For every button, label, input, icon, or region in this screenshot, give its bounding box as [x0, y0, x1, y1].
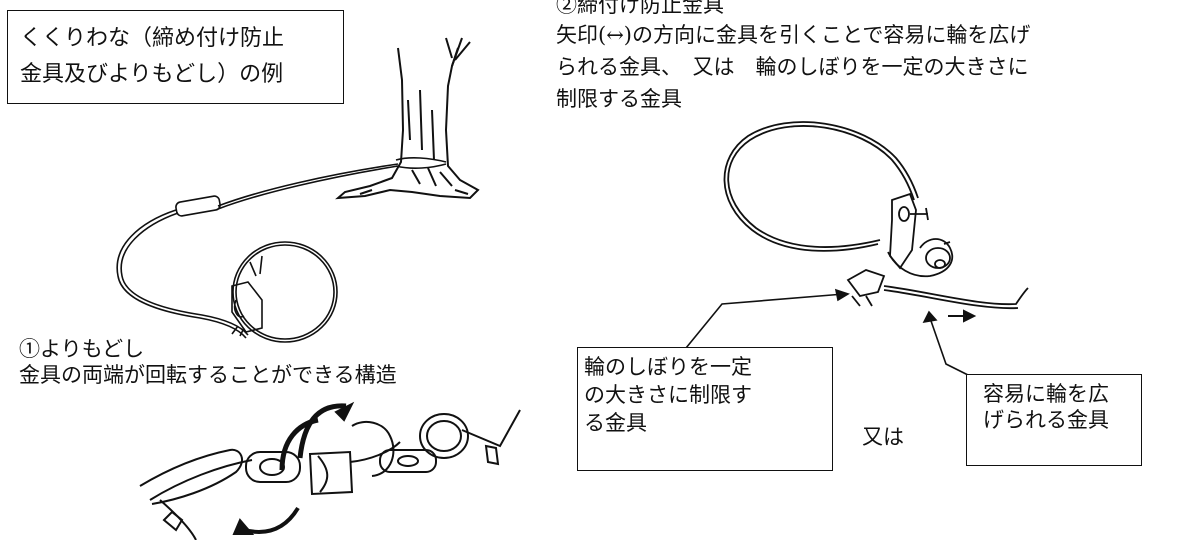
stopper-line-1: 矢印(↔)の方向に金具を引くことで容易に輪を広げ — [556, 23, 1031, 47]
swivel-illustration — [139, 401, 521, 540]
swivel-heading: ①よりもどし — [19, 337, 145, 361]
callout-left-line-3: る金具 — [584, 411, 647, 435]
or-label: 又は — [862, 425, 904, 449]
callout-left-box: 輪のしぼりを一定 の大きさに制限す る金具 — [577, 347, 833, 471]
stopper-illustration — [723, 121, 1029, 310]
title-line-1: くくりわな（締め付け防止 — [20, 26, 285, 51]
callout-right-line-2: げられる金具 — [983, 408, 1109, 432]
pull-direction-arrow — [948, 309, 977, 323]
stopper-line-2: られる金具、 又は 輪のしぼりを一定の大きさに — [556, 55, 1029, 79]
title-box: くくりわな（締め付け防止 金具及びよりもどし）の例 — [7, 10, 344, 104]
tree-trunk — [335, 37, 480, 200]
stopper-line-3: 制限する金具 — [556, 87, 682, 111]
callout-right-box: 容易に輪を広 げられる金具 — [966, 374, 1142, 466]
callout-right-line-1: 容易に輪を広 — [983, 382, 1109, 406]
callout-left-line-1: 輪のしぼりを一定 — [584, 355, 752, 379]
callout-leaders — [685, 288, 969, 376]
stopper-heading: ②締付け防止金具 — [556, 0, 724, 17]
swivel-description: 金具の両端が回転することができる構造 — [19, 363, 397, 387]
title-line-2: 金具及びよりもどし）の例 — [20, 62, 284, 87]
snare-wire — [116, 157, 447, 343]
callout-left-line-2: の大きさに制限す — [584, 383, 752, 407]
